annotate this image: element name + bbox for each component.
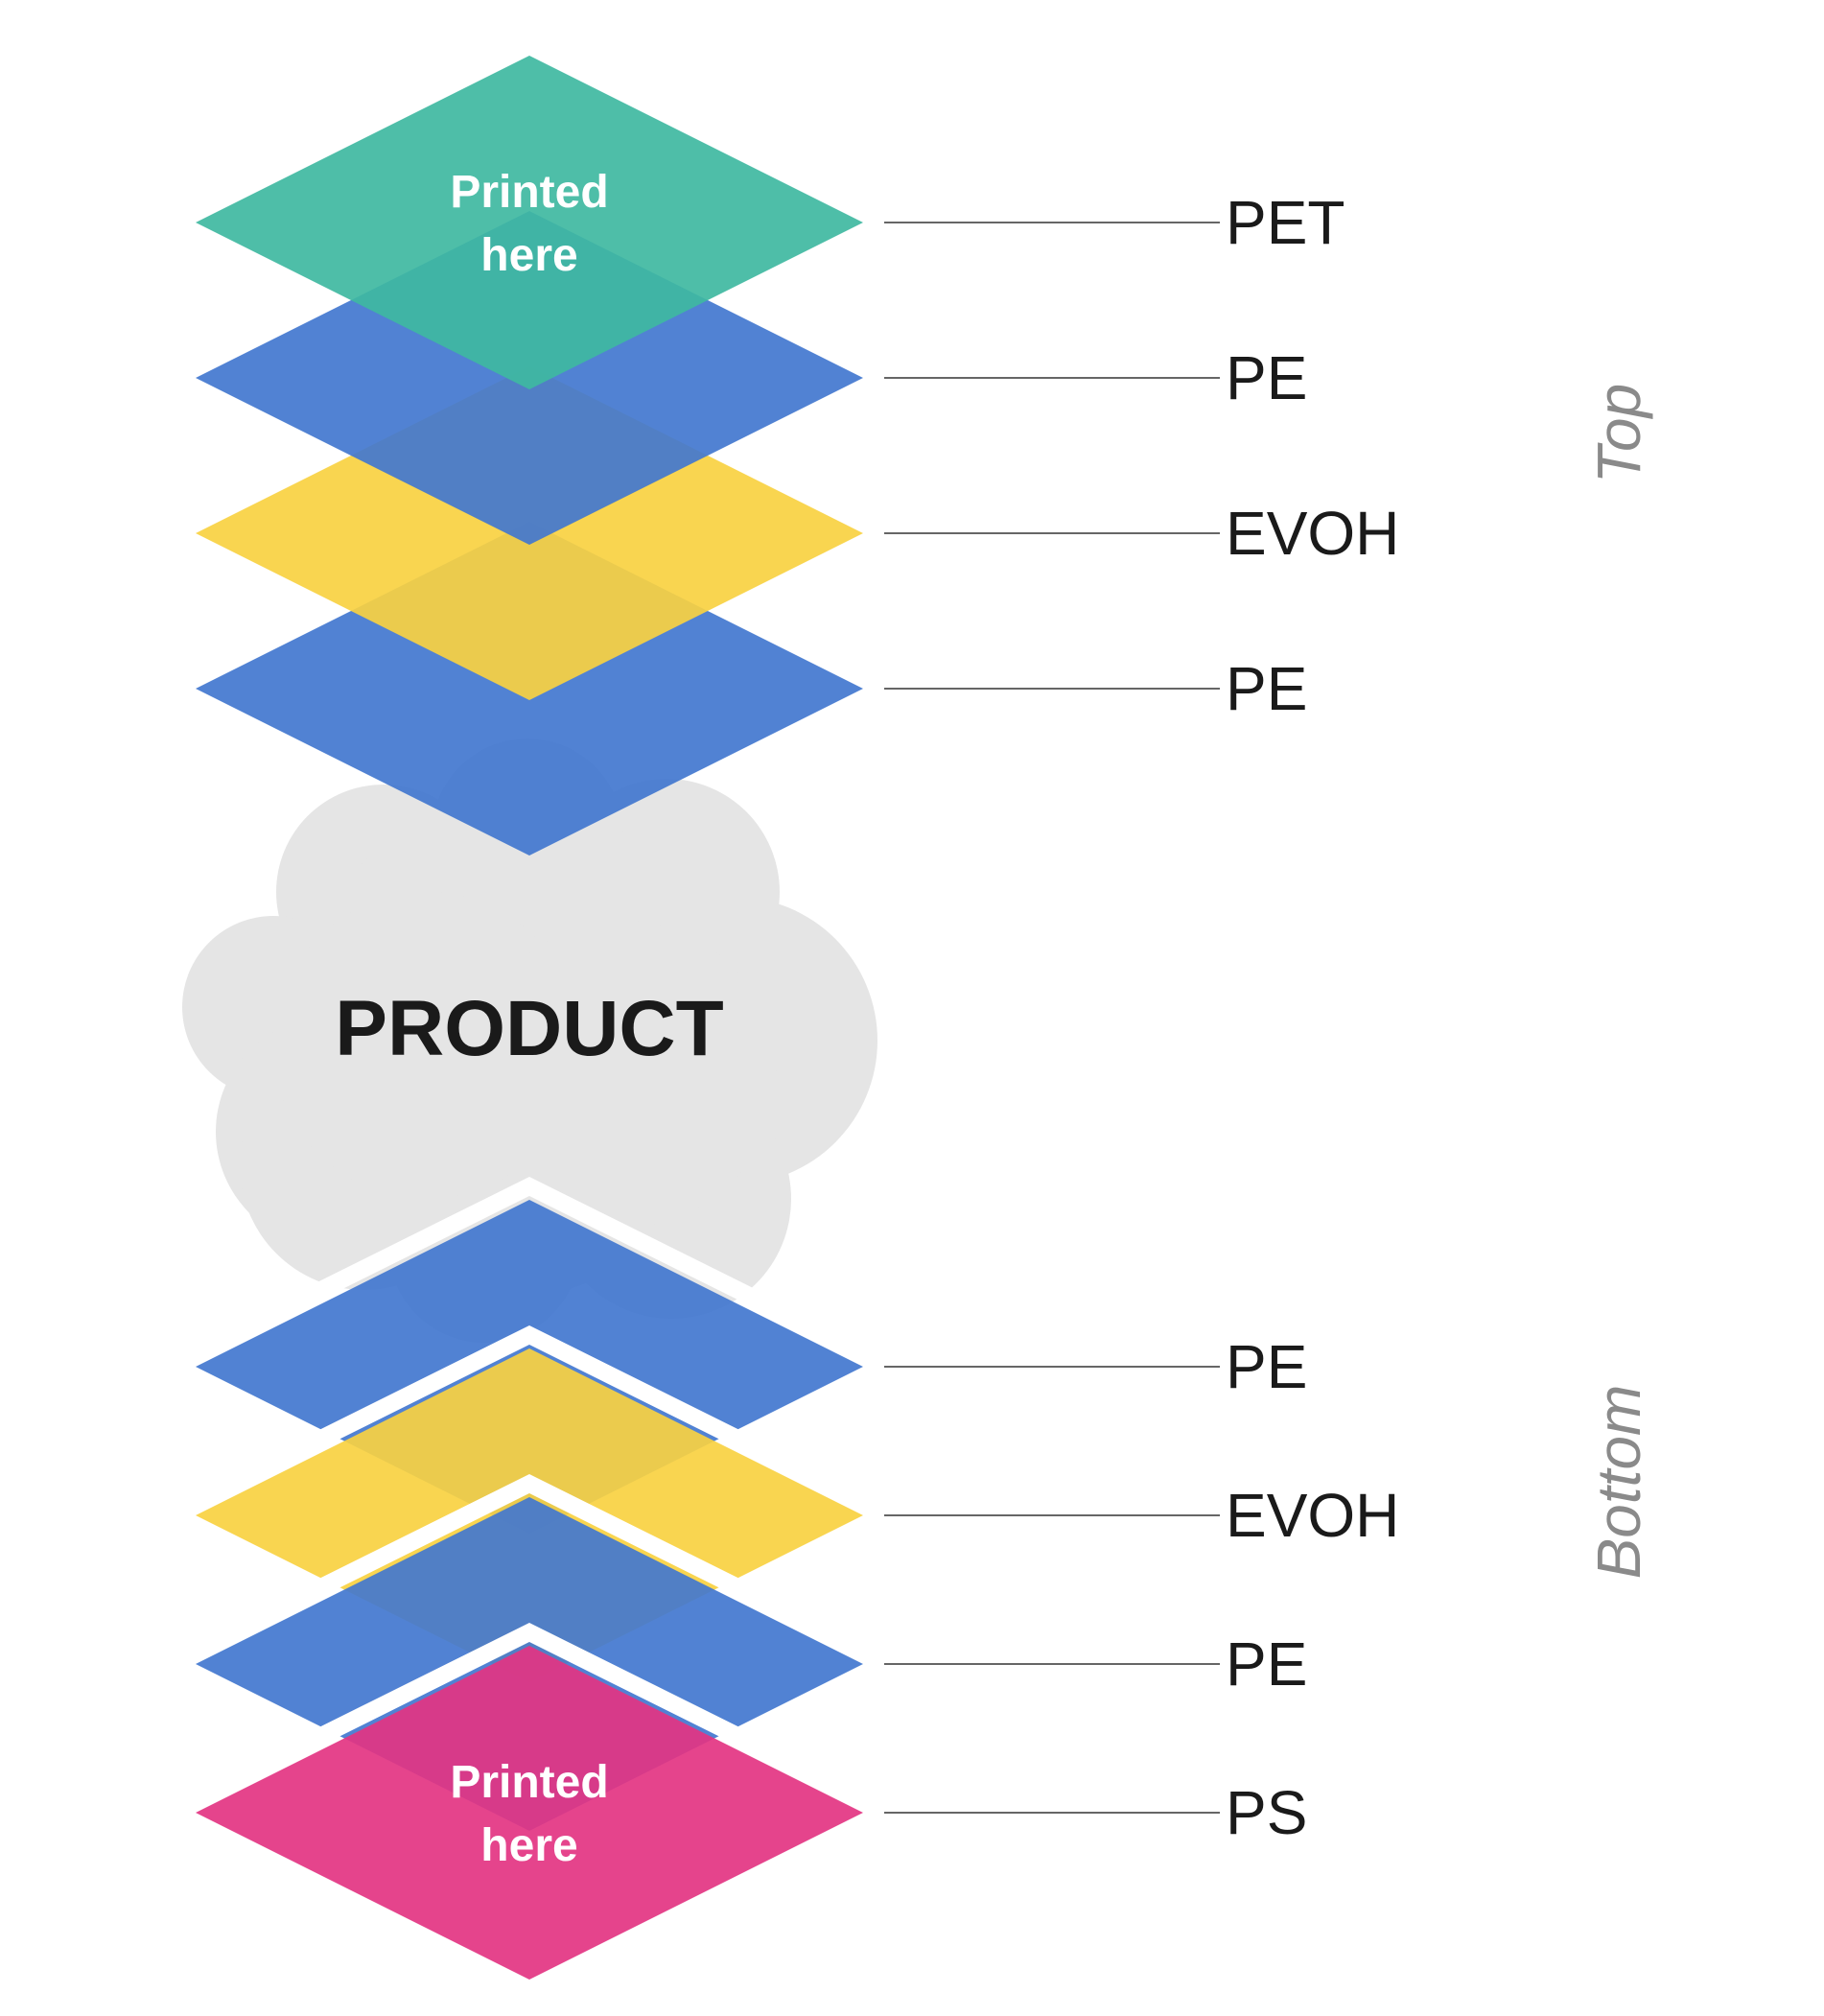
product-label: PRODUCT	[335, 985, 723, 1072]
layer-material-label: PS	[1226, 1778, 1307, 1847]
layer-gap	[177, 1622, 881, 1812]
bottom-side-label: Bottom	[1584, 1385, 1653, 1580]
product-cloud-shape	[182, 738, 877, 1343]
cloud-lobe	[470, 921, 777, 1228]
layer-material-label: PE	[1226, 654, 1307, 723]
layer-top-1-pet	[196, 56, 863, 389]
top-side-label: Top	[1584, 384, 1653, 483]
layer-gap	[177, 1473, 881, 1663]
layer-material-label: PE	[1226, 343, 1307, 412]
layer-material-label: PE	[1226, 1629, 1307, 1699]
layer-bottom-4-ps	[177, 1622, 881, 1980]
layer-sheet	[196, 1646, 863, 1980]
layer-material-label: EVOH	[1226, 1481, 1399, 1550]
layer-material-label: EVOH	[1226, 499, 1399, 568]
layer-sheet	[196, 56, 863, 389]
product-cloud: PRODUCT	[182, 738, 877, 1343]
layer-material-label: PET	[1226, 188, 1345, 257]
layer-material-label: PE	[1226, 1332, 1307, 1401]
layer-gap	[177, 1176, 881, 1366]
layer-gap	[177, 1324, 881, 1514]
